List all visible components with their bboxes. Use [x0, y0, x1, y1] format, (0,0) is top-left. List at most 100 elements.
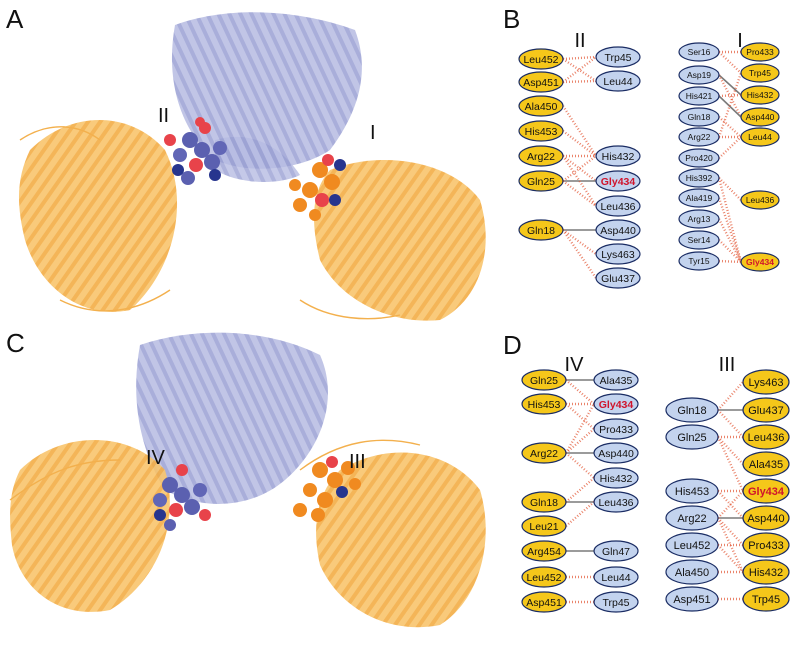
b-i-left-ser14: Ser14 — [678, 230, 720, 250]
atoms-orange-a — [289, 154, 346, 221]
d-iv-left-gln25-label: Gln25 — [530, 375, 558, 387]
b-ii-link-12 — [562, 229, 597, 255]
d-iv-right-leu44: Leu44 — [593, 566, 639, 588]
d-iii-left-ala450-label: Ala450 — [675, 567, 709, 579]
b-i-right-his432: His432 — [740, 85, 780, 105]
d-iv-link-9 — [565, 501, 595, 527]
b-i-link-9 — [718, 136, 742, 159]
title-d-iii: III — [719, 354, 736, 376]
b-ii-link-3 — [562, 58, 597, 82]
b-i-right-his432-label: His432 — [747, 90, 774, 100]
b-ii-right-glu437: Glu437 — [595, 267, 641, 289]
b-ii-right-his432: His432 — [595, 145, 641, 167]
b-i-link-1 — [718, 51, 742, 74]
d-iv-left-leu452-label: Leu452 — [526, 572, 561, 584]
b-i-left-ser16: Ser16 — [678, 42, 720, 62]
b-ii-left-ala450-label: Ala450 — [525, 101, 558, 113]
b-i-link-8 — [717, 72, 743, 138]
protein-yellow-left-c — [10, 440, 170, 612]
b-i-left-pro420-label: Pro420 — [685, 153, 713, 163]
b-i-right-asp440: Asp440 — [740, 107, 780, 127]
b-i-link-11 — [717, 197, 743, 263]
d-iv-right-pro433-label: Pro433 — [599, 424, 633, 436]
d-iv-left-asp451-label: Asp451 — [526, 597, 562, 609]
d-iii-right-leu436-label: Leu436 — [748, 432, 785, 444]
d-iii-right-gly434: Gly434 — [742, 478, 790, 504]
d-iv-right-pro433: Pro433 — [593, 418, 639, 440]
b-ii-left-asp451-label: Asp451 — [523, 77, 559, 89]
structure-a — [18, 12, 486, 321]
d-iii-left-his453-label: His453 — [675, 486, 709, 498]
b-ii-left-gln25-label: Gln25 — [527, 176, 555, 188]
structure-label-c-right: III — [349, 451, 366, 473]
b-ii-link-0 — [562, 55, 597, 61]
d-iii-link-2 — [717, 409, 744, 438]
b-i-link-4 — [718, 93, 742, 98]
d-iii-left-arg22: Arg22 — [665, 505, 719, 531]
b-ii-left-his453-label: His453 — [525, 126, 558, 138]
d-iv-link-2 — [565, 379, 595, 405]
b-i-left-ser14-label: Ser14 — [688, 235, 711, 245]
b-i-left-pro420: Pro420 — [678, 148, 720, 168]
d-iv-left-gln18: Gln18 — [521, 491, 567, 513]
b-i-link-3 — [717, 74, 743, 118]
b-ii-right-his432-label: His432 — [602, 151, 635, 163]
d-iii-left-ala450: Ala450 — [665, 559, 719, 585]
d-iii-link-12 — [717, 544, 744, 573]
d-iv-right-gly434-label: Gly434 — [599, 399, 634, 411]
d-iv-left-his453-label: His453 — [528, 399, 561, 411]
b-i-left-ala419-label: Ala419 — [686, 193, 713, 203]
b-i-link-15 — [717, 177, 743, 263]
structure-c — [9, 332, 486, 628]
d-iv-right-his432: His432 — [593, 467, 639, 489]
d-iv-left-his453: His453 — [521, 393, 567, 415]
d-iv-left-arg454: Arg454 — [521, 540, 567, 562]
d-iv-left-arg22-label: Arg22 — [530, 448, 558, 460]
d-iii-right-ala435-label: Ala435 — [749, 459, 783, 471]
panel-letter-d: D — [503, 330, 522, 360]
b-i-left-gln18: Gln18 — [678, 107, 720, 127]
atoms-blue-c — [153, 464, 211, 531]
d-iv-right-ala435: Ala435 — [593, 369, 639, 391]
b-ii-right-lys463: Lys463 — [595, 243, 641, 265]
d-iv-left-arg22: Arg22 — [521, 442, 567, 464]
b-ii-right-leu436-label: Leu436 — [600, 201, 635, 213]
protein-blue-c — [136, 332, 328, 504]
d-iv-right-asp440: Asp440 — [593, 442, 639, 464]
b-i-left-asp19: Asp19 — [678, 65, 720, 85]
d-iv-link-7 — [565, 452, 595, 479]
b-i-left-gln18-label: Gln18 — [688, 112, 711, 122]
b-i-link-12 — [717, 218, 743, 263]
b-ii-left-leu452: Leu452 — [518, 48, 564, 70]
b-i-right-pro433: Pro433 — [740, 42, 780, 62]
b-i-left-tyr15: Tyr15 — [678, 251, 720, 271]
d-iii-link-4 — [717, 436, 744, 465]
d-iv-left-leu21: Leu21 — [521, 515, 567, 537]
d-iii-right-pro433: Pro433 — [742, 532, 790, 558]
structure-label-c-left: IV — [146, 447, 165, 469]
structure-label-a-right: I — [370, 122, 376, 144]
d-iv-left-arg454-label: Arg454 — [527, 546, 561, 558]
d-iii-link-10 — [717, 490, 744, 519]
d-iv-right-his432-label: His432 — [600, 473, 633, 485]
b-i-left-his392-label: His392 — [686, 173, 713, 183]
b-ii-link-4 — [561, 105, 598, 157]
b-i-left-ser16-label: Ser16 — [688, 47, 711, 57]
b-ii-left-gln18: Gln18 — [518, 219, 564, 241]
d-iv-right-ala435-label: Ala435 — [600, 375, 633, 387]
b-ii-link-9 — [562, 180, 597, 207]
d-iv-right-gly434: Gly434 — [593, 393, 639, 415]
b-ii-link-14 — [562, 155, 597, 182]
d-iii-right-trp45-label: Trp45 — [752, 594, 780, 606]
d-iv-left-gln25: Gln25 — [521, 369, 567, 391]
d-iii-left-leu452-label: Leu452 — [674, 540, 711, 552]
b-i-link-13 — [718, 239, 742, 263]
protein-yellow-left-a — [18, 120, 178, 312]
b-ii-left-arg22: Arg22 — [518, 145, 564, 167]
panel-letter-c: C — [6, 328, 25, 358]
b-i-left-arg22: Arg22 — [678, 127, 720, 147]
d-iii-link-9 — [717, 517, 744, 546]
b-i-link-14 — [718, 259, 742, 264]
d-iv-right-gln47-label: Gln47 — [602, 546, 630, 558]
d-iv-left-gln18-label: Gln18 — [530, 497, 558, 509]
